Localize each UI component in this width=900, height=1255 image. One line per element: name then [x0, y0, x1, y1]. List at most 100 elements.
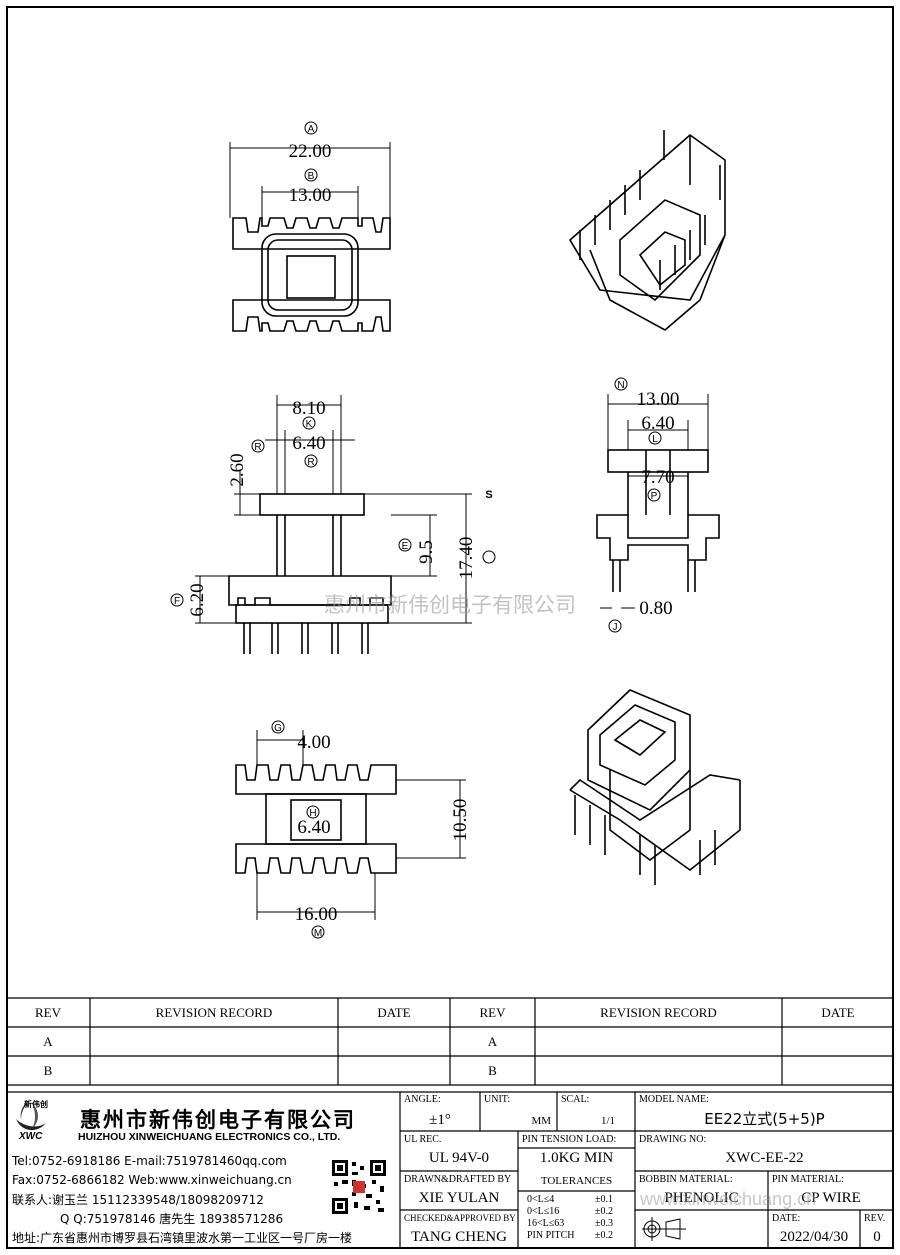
date-header-2: DATE [821, 1005, 855, 1020]
rev-row-b-right: B [488, 1063, 497, 1078]
rev-row-a-left: A [43, 1034, 53, 1049]
checked-by-label: CHECKED&APPROVED BY [404, 1213, 516, 1223]
qr-code [330, 1158, 388, 1216]
company-contact: 联系人:谢玉兰 15112339548/18098209712 [12, 1193, 264, 1207]
tolerances-label: TOLERANCES [540, 1175, 613, 1187]
tolerance-value-2: ±0.2 [595, 1206, 613, 1217]
company-logo [10, 1097, 52, 1149]
dim-tag-s: S [485, 489, 492, 501]
dim-tag-r1: R [251, 439, 265, 453]
bobbin-material-value: PHENOLIC [664, 1190, 739, 1206]
dim-tag-m: M [311, 925, 325, 939]
svg-text:G: G [274, 723, 282, 734]
svg-text:P: P [651, 491, 658, 502]
dim-r-value: 6.40 [292, 433, 325, 454]
dim-s-value: 17.40 [456, 537, 477, 580]
dim-tag-r2: R [304, 454, 318, 468]
watermark-url: www.xinweichuang.cn [640, 1189, 817, 1209]
ul-rec-label: UL REC. [404, 1134, 442, 1145]
top-view [232, 217, 391, 332]
dim-tag-p: P [647, 488, 661, 502]
svg-text:K: K [306, 419, 313, 430]
bobbin-material-label: BOBBIN MATERIAL: [639, 1174, 733, 1185]
dim-r2-value: 2.60 [227, 453, 248, 486]
front-view [228, 493, 392, 654]
drawn-by-label: DRAWN&DRAFTED BY [404, 1174, 512, 1185]
svg-text:L: L [652, 434, 658, 445]
company-fax: Fax:0752-6866182 Web:www.xinweichuang.cn [12, 1173, 292, 1187]
dim-tag-f: F [170, 593, 184, 607]
svg-text:N: N [617, 380, 624, 391]
dim-m-value: 16.00 [295, 904, 338, 925]
revision-record-header-2: REVISION RECORD [600, 1005, 717, 1020]
scale-value: 1/1 [600, 1115, 615, 1127]
drawing-frame [6, 6, 894, 1249]
date-label: DATE: [772, 1213, 801, 1224]
dim-tag-n: N [614, 377, 628, 391]
dim-b-value: 13.00 [289, 185, 332, 206]
scale-label: SCAL: [561, 1094, 590, 1105]
logo-text: XWC [19, 1131, 43, 1142]
svg-text:J: J [613, 622, 618, 633]
pin-tension-label: PIN TENSION LOAD: [522, 1134, 617, 1145]
model-name-value: EE22立式(5+5)P [704, 1110, 825, 1128]
svg-text:A: A [308, 124, 315, 135]
rev-label: REV. [864, 1213, 886, 1224]
logo-cn-text: 新伟创 [24, 1100, 48, 1109]
dim-f-value: 6.20 [187, 583, 208, 616]
company-name-en: HUIZHOU XINWEICHUANG ELECTRONICS CO., LT… [78, 1131, 341, 1143]
projection-symbol-icon [640, 1214, 688, 1244]
angle-label: ANGLE: [404, 1094, 441, 1105]
svg-text:R: R [307, 457, 314, 468]
pin-material-label: PIN MATERIAL: [772, 1174, 844, 1185]
drawn-by-value: XIE YULAN [418, 1190, 500, 1206]
rev-value: 0 [873, 1229, 881, 1245]
dim-a-value: 22.00 [289, 141, 332, 162]
unit-value: MM [531, 1115, 551, 1127]
company-qq: Q Q:751978146 唐先生 18938571286 [60, 1212, 284, 1226]
technical-drawing: A B K R R E F N L P J G H M S 22.00 13.0… [170, 121, 741, 939]
side-view [596, 449, 720, 592]
dim-e-value: 9.5 [416, 540, 437, 564]
svg-text:B: B [308, 171, 315, 182]
tolerance-range-3: 16<L≤63 [527, 1218, 565, 1229]
company-tel: Tel:0752-6918186 E-mail:7519781460qq.com [12, 1154, 287, 1168]
angle-value: ±1° [429, 1112, 451, 1128]
pin-tension-value: 1.0KG MIN [539, 1150, 614, 1166]
rev-header-2: REV [479, 1005, 506, 1020]
bottom-view [235, 764, 397, 874]
dim-tag-h: H [306, 805, 320, 819]
dim-k-value: 8.10 [292, 398, 325, 419]
iso-view-2 [569, 689, 741, 885]
dim-tag-g: G [271, 720, 285, 734]
dim-l-value: 6.40 [641, 413, 674, 434]
svg-text:H: H [309, 808, 316, 819]
svg-text:F: F [174, 596, 180, 607]
rev-row-a-right: A [487, 1034, 498, 1049]
rev-row-b-left: B [43, 1063, 53, 1078]
dim-v-value: 10.50 [450, 799, 471, 842]
tolerance-value-1: ±0.1 [595, 1194, 613, 1205]
svg-text:E: E [402, 541, 409, 552]
dim-tag-j: J [608, 619, 622, 633]
dim-n-value: 13.00 [637, 389, 680, 410]
company-address: 地址:广东省惠州市博罗县石湾镇里波水第一工业区一号厂房一楼 [12, 1231, 353, 1245]
dim-tag-k: K [302, 416, 316, 430]
tolerance-value-3: ±0.3 [595, 1218, 613, 1229]
ul-rec-value: UL 94V-0 [428, 1150, 490, 1166]
rev-header-1: REV [35, 1005, 61, 1020]
dim-tag-l: L [648, 431, 662, 445]
dim-h-value: 6.40 [297, 817, 330, 838]
tolerance-range-4: PIN PITCH [527, 1230, 575, 1241]
dim-g-value: 4.00 [297, 732, 330, 753]
iso-view-1 [568, 130, 726, 331]
dim-tag-b: B [304, 168, 318, 182]
company-name-cn: 惠州市新伟创电子有限公司 [80, 1108, 356, 1132]
dim-p-value: 7.70 [641, 467, 674, 488]
dim-tag-e: E [398, 538, 412, 552]
watermark-text: 惠州市新伟创电子有限公司 [324, 593, 576, 617]
tolerance-range-1: 0<L≤4 [527, 1194, 555, 1205]
unit-label: UNIT: [484, 1094, 511, 1105]
date-header-1: DATE [377, 1005, 411, 1020]
tolerance-value-4: ±0.2 [595, 1230, 613, 1241]
